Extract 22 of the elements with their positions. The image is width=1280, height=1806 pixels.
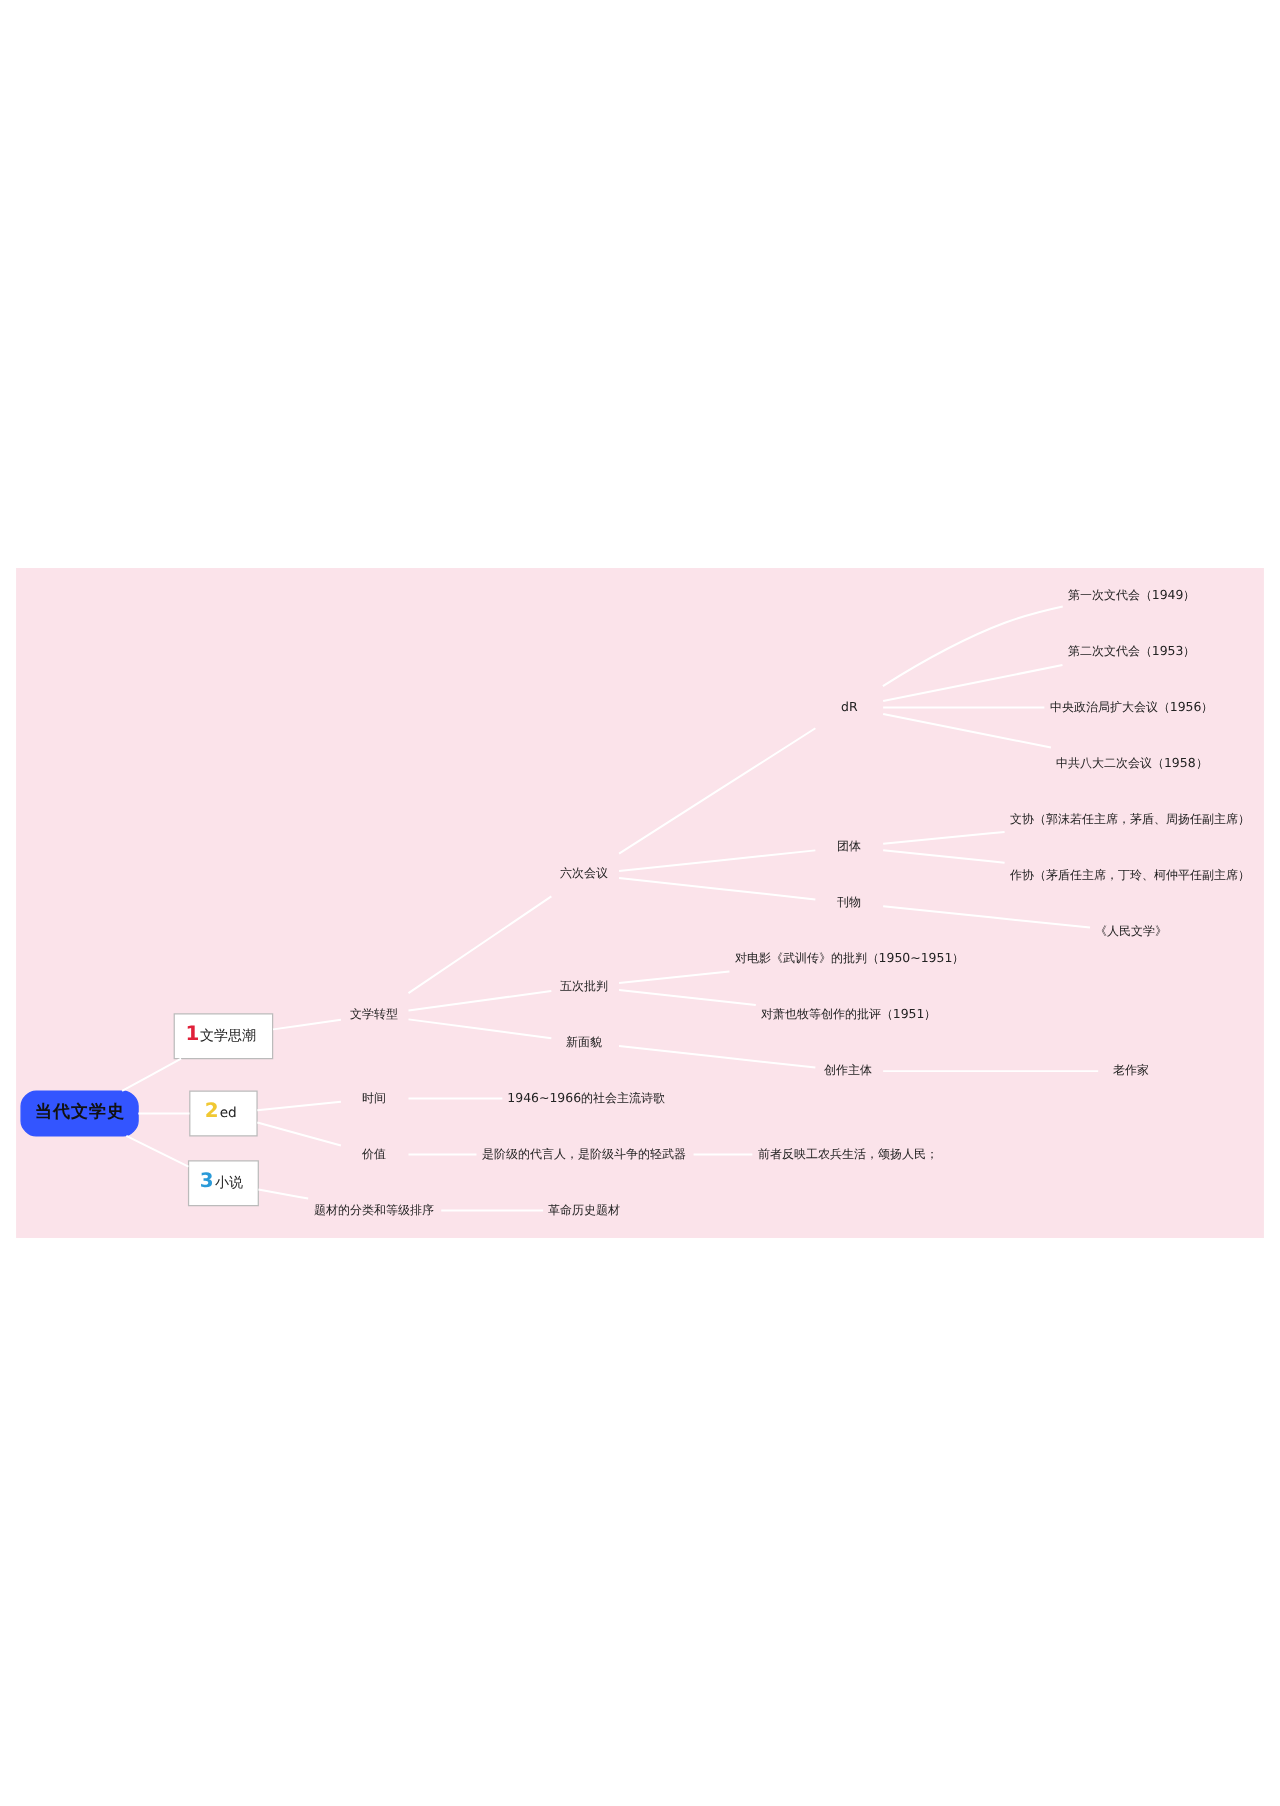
connector	[618, 727, 817, 855]
connector	[882, 830, 1006, 845]
connector	[882, 664, 1064, 702]
connector	[256, 1100, 342, 1112]
connector	[256, 1121, 342, 1147]
connector	[618, 970, 731, 985]
connector	[125, 1134, 190, 1168]
connector	[882, 905, 1092, 929]
connector	[618, 849, 817, 872]
connector	[407, 1018, 553, 1040]
connector	[882, 849, 1006, 864]
connector	[881, 605, 1064, 688]
connector	[272, 1018, 342, 1031]
connector	[618, 876, 817, 901]
connector	[618, 989, 757, 1006]
connector	[407, 895, 553, 995]
connector	[121, 1057, 183, 1092]
connector	[882, 713, 1052, 749]
connector	[407, 989, 553, 1012]
node-box: 当代文学史	[20, 1090, 139, 1137]
connector	[618, 1045, 817, 1069]
connector	[257, 1188, 310, 1200]
